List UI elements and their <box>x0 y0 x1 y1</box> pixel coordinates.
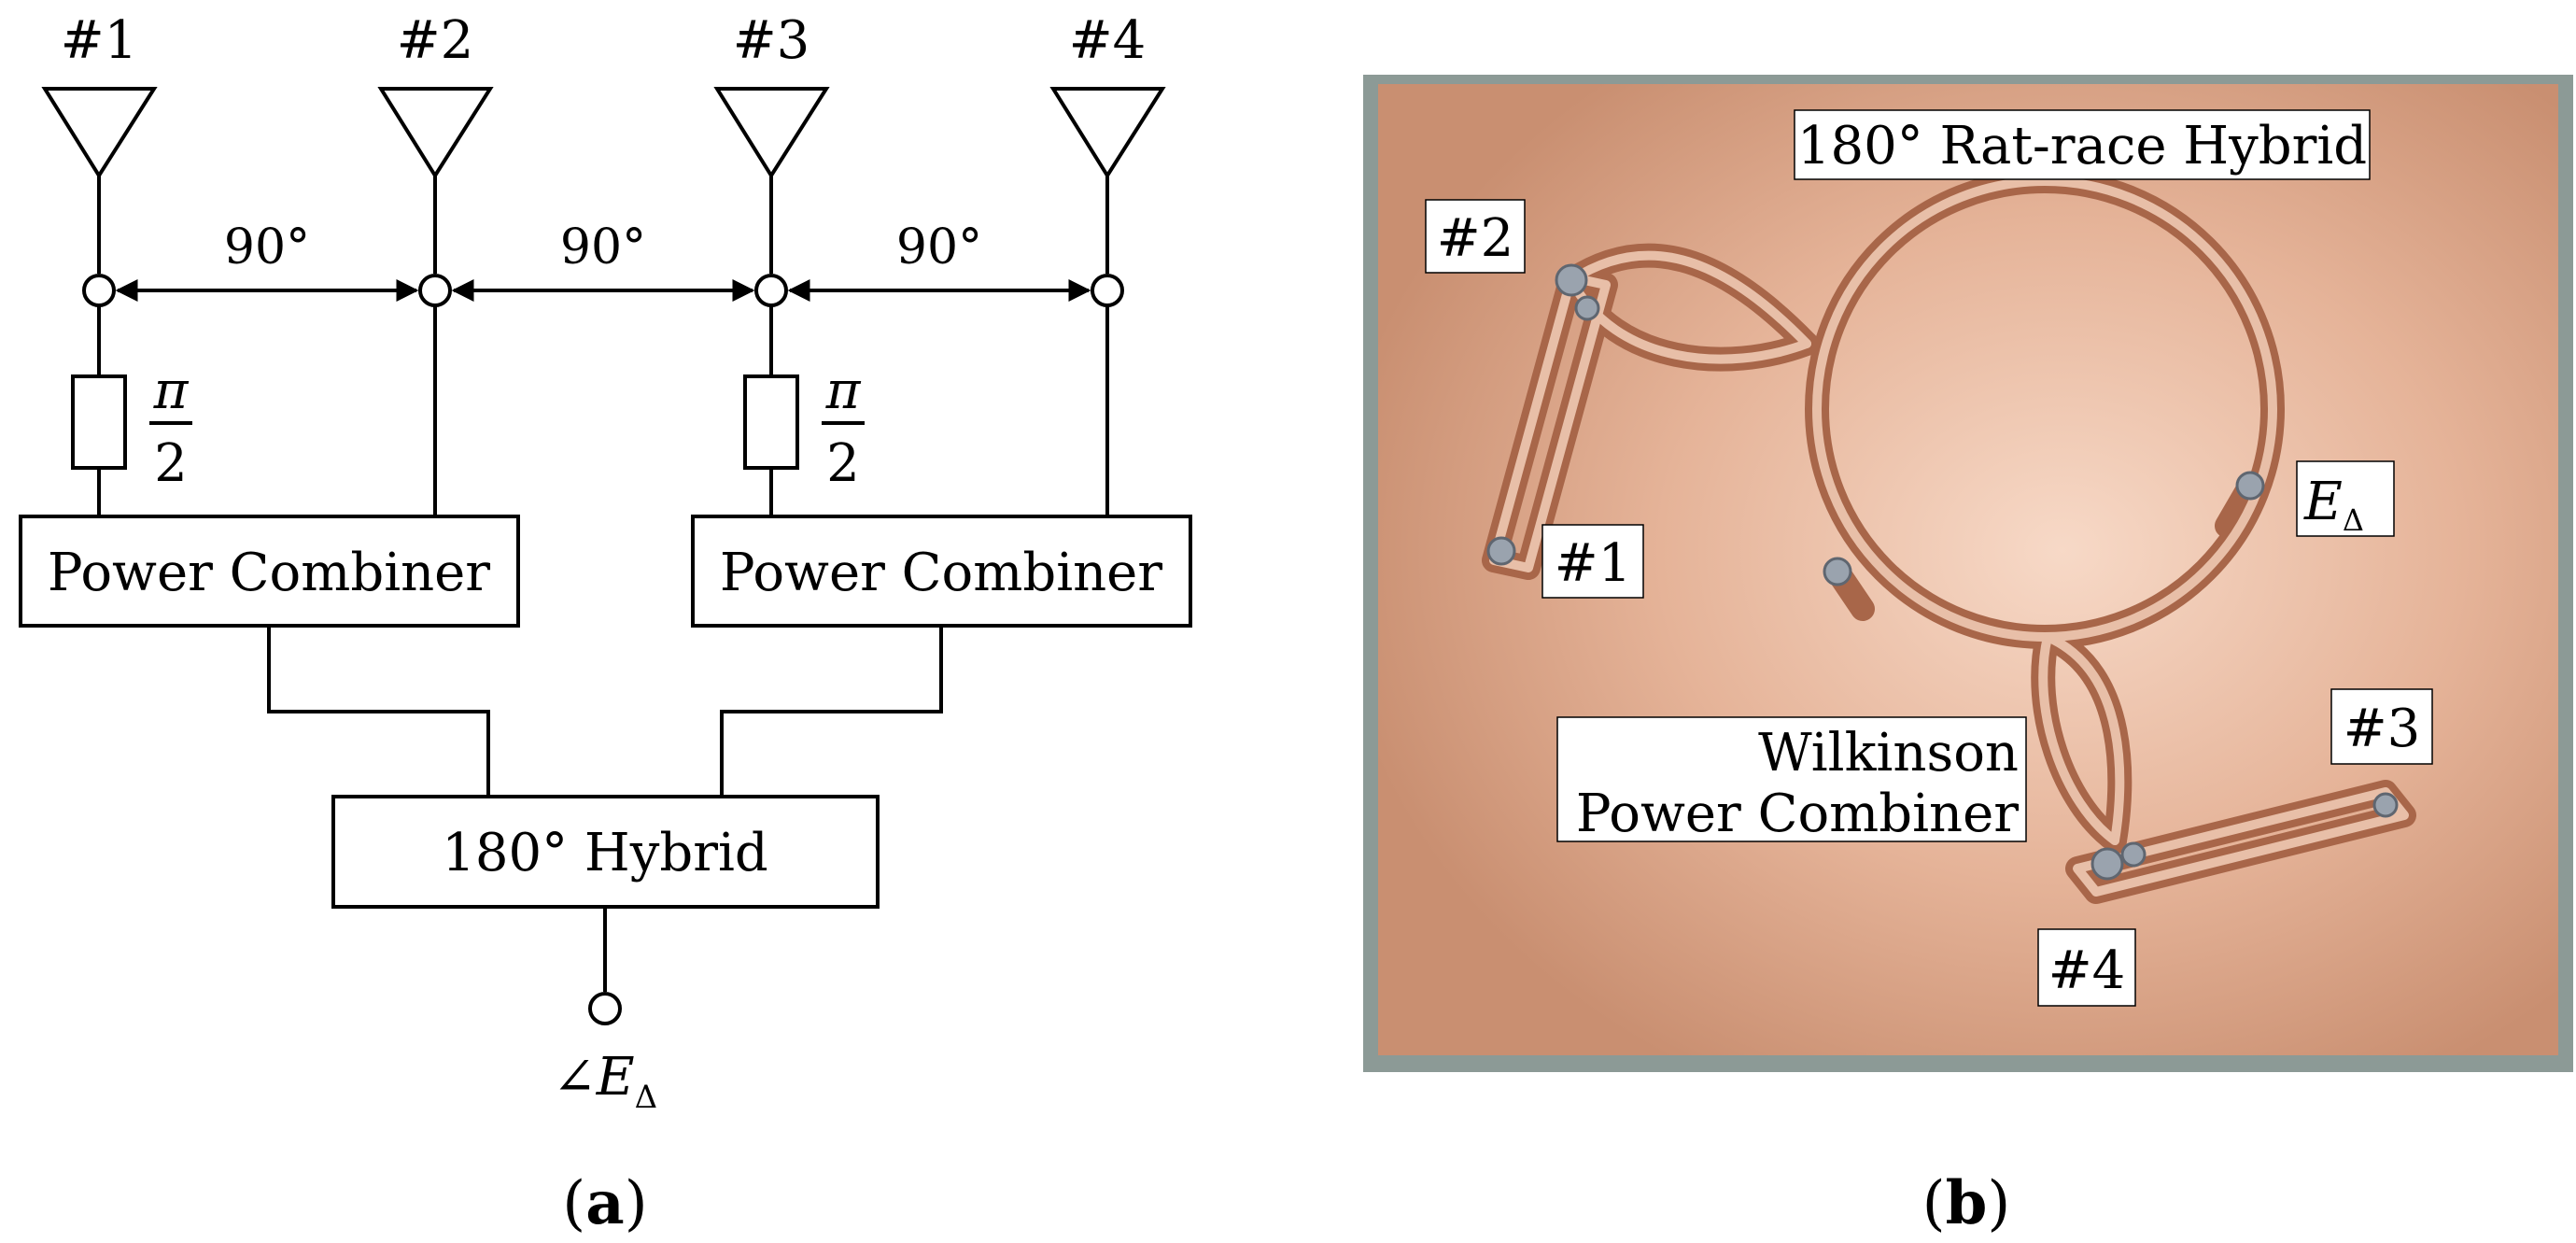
combiner-label: Power Combiner <box>720 543 1162 603</box>
antenna-icon <box>41 87 158 179</box>
svg-text:#1: #1 <box>1555 533 1632 594</box>
port-node <box>418 274 452 307</box>
label-port-3: #3 <box>2330 688 2433 765</box>
hybrid-180: 180° Hybrid <box>331 795 880 909</box>
output-port <box>588 992 622 1025</box>
panel-a-diagram: #1 #2 #3 #4 90° 90° <box>19 10 1192 1238</box>
svg-text:#2: #2 <box>1437 208 1514 269</box>
panel-label-b: (b) <box>1922 1168 2011 1238</box>
svg-text:#3: #3 <box>2344 699 2421 759</box>
svg-text:Wilkinson: Wilkinson <box>1758 723 2019 784</box>
antenna-icon <box>1049 87 1166 179</box>
label-port-2: #2 <box>1425 199 1526 274</box>
label-port-4: #4 <box>2037 928 2136 1007</box>
shifter-denominator: 2 <box>826 433 860 494</box>
port-node <box>754 274 788 307</box>
phase-label: 90° <box>560 219 646 275</box>
shifter-denominator: 2 <box>154 433 188 494</box>
hybrid-label: 180° Hybrid <box>442 823 768 883</box>
svg-text:#4: #4 <box>2048 940 2126 1001</box>
antenna-icon <box>713 87 830 179</box>
shifter-numerator: π <box>153 360 190 421</box>
phase-arrow-1: 90° <box>115 219 419 302</box>
phase-shifter-1: π 2 <box>71 360 192 494</box>
port-node <box>82 274 116 307</box>
svg-text:Power Combiner: Power Combiner <box>1576 784 2019 844</box>
antenna-3: #3 <box>713 10 830 179</box>
label-rat-race: 180° Rat-race Hybrid <box>1794 109 2371 180</box>
svg-text:180° Rat-race Hybrid: 180° Rat-race Hybrid <box>1797 116 2367 177</box>
svg-text:EΔ: EΔ <box>2303 472 2364 538</box>
antenna-4: #4 <box>1049 10 1166 179</box>
shifter-box <box>71 374 127 470</box>
solder-joints <box>1486 263 2399 881</box>
power-combiner-left: Power Combiner <box>19 515 520 628</box>
antenna-1: #1 <box>41 10 158 179</box>
panel-b-photo: 180° Rat-race Hybrid #2 #1 EΔ Wilkinson … <box>1363 75 2573 1238</box>
antenna-label: #3 <box>733 10 810 71</box>
label-port-1: #1 <box>1541 524 1644 599</box>
antenna-2: #2 <box>377 10 494 179</box>
combiner-label: Power Combiner <box>48 543 490 603</box>
phase-arrow-3: 90° <box>787 219 1091 302</box>
phase-shifter-2: π 2 <box>743 360 865 494</box>
label-e-delta: EΔ <box>2296 460 2395 538</box>
output-label: ∠EΔ <box>553 1047 657 1116</box>
shifter-numerator: π <box>825 360 862 421</box>
shifter-box <box>743 374 799 470</box>
antenna-label: #2 <box>397 10 474 71</box>
phase-arrow-2: 90° <box>451 219 755 302</box>
phase-label: 90° <box>224 219 310 275</box>
port-node <box>1091 274 1124 307</box>
antenna-icon <box>377 87 494 179</box>
phase-label: 90° <box>896 219 982 275</box>
antenna-label: #4 <box>1069 10 1147 71</box>
label-wilkinson: Wilkinson Power Combiner <box>1556 716 2027 844</box>
panel-label-a: (a) <box>562 1168 647 1238</box>
antenna-label: #1 <box>61 10 138 71</box>
power-combiner-right: Power Combiner <box>691 515 1192 628</box>
